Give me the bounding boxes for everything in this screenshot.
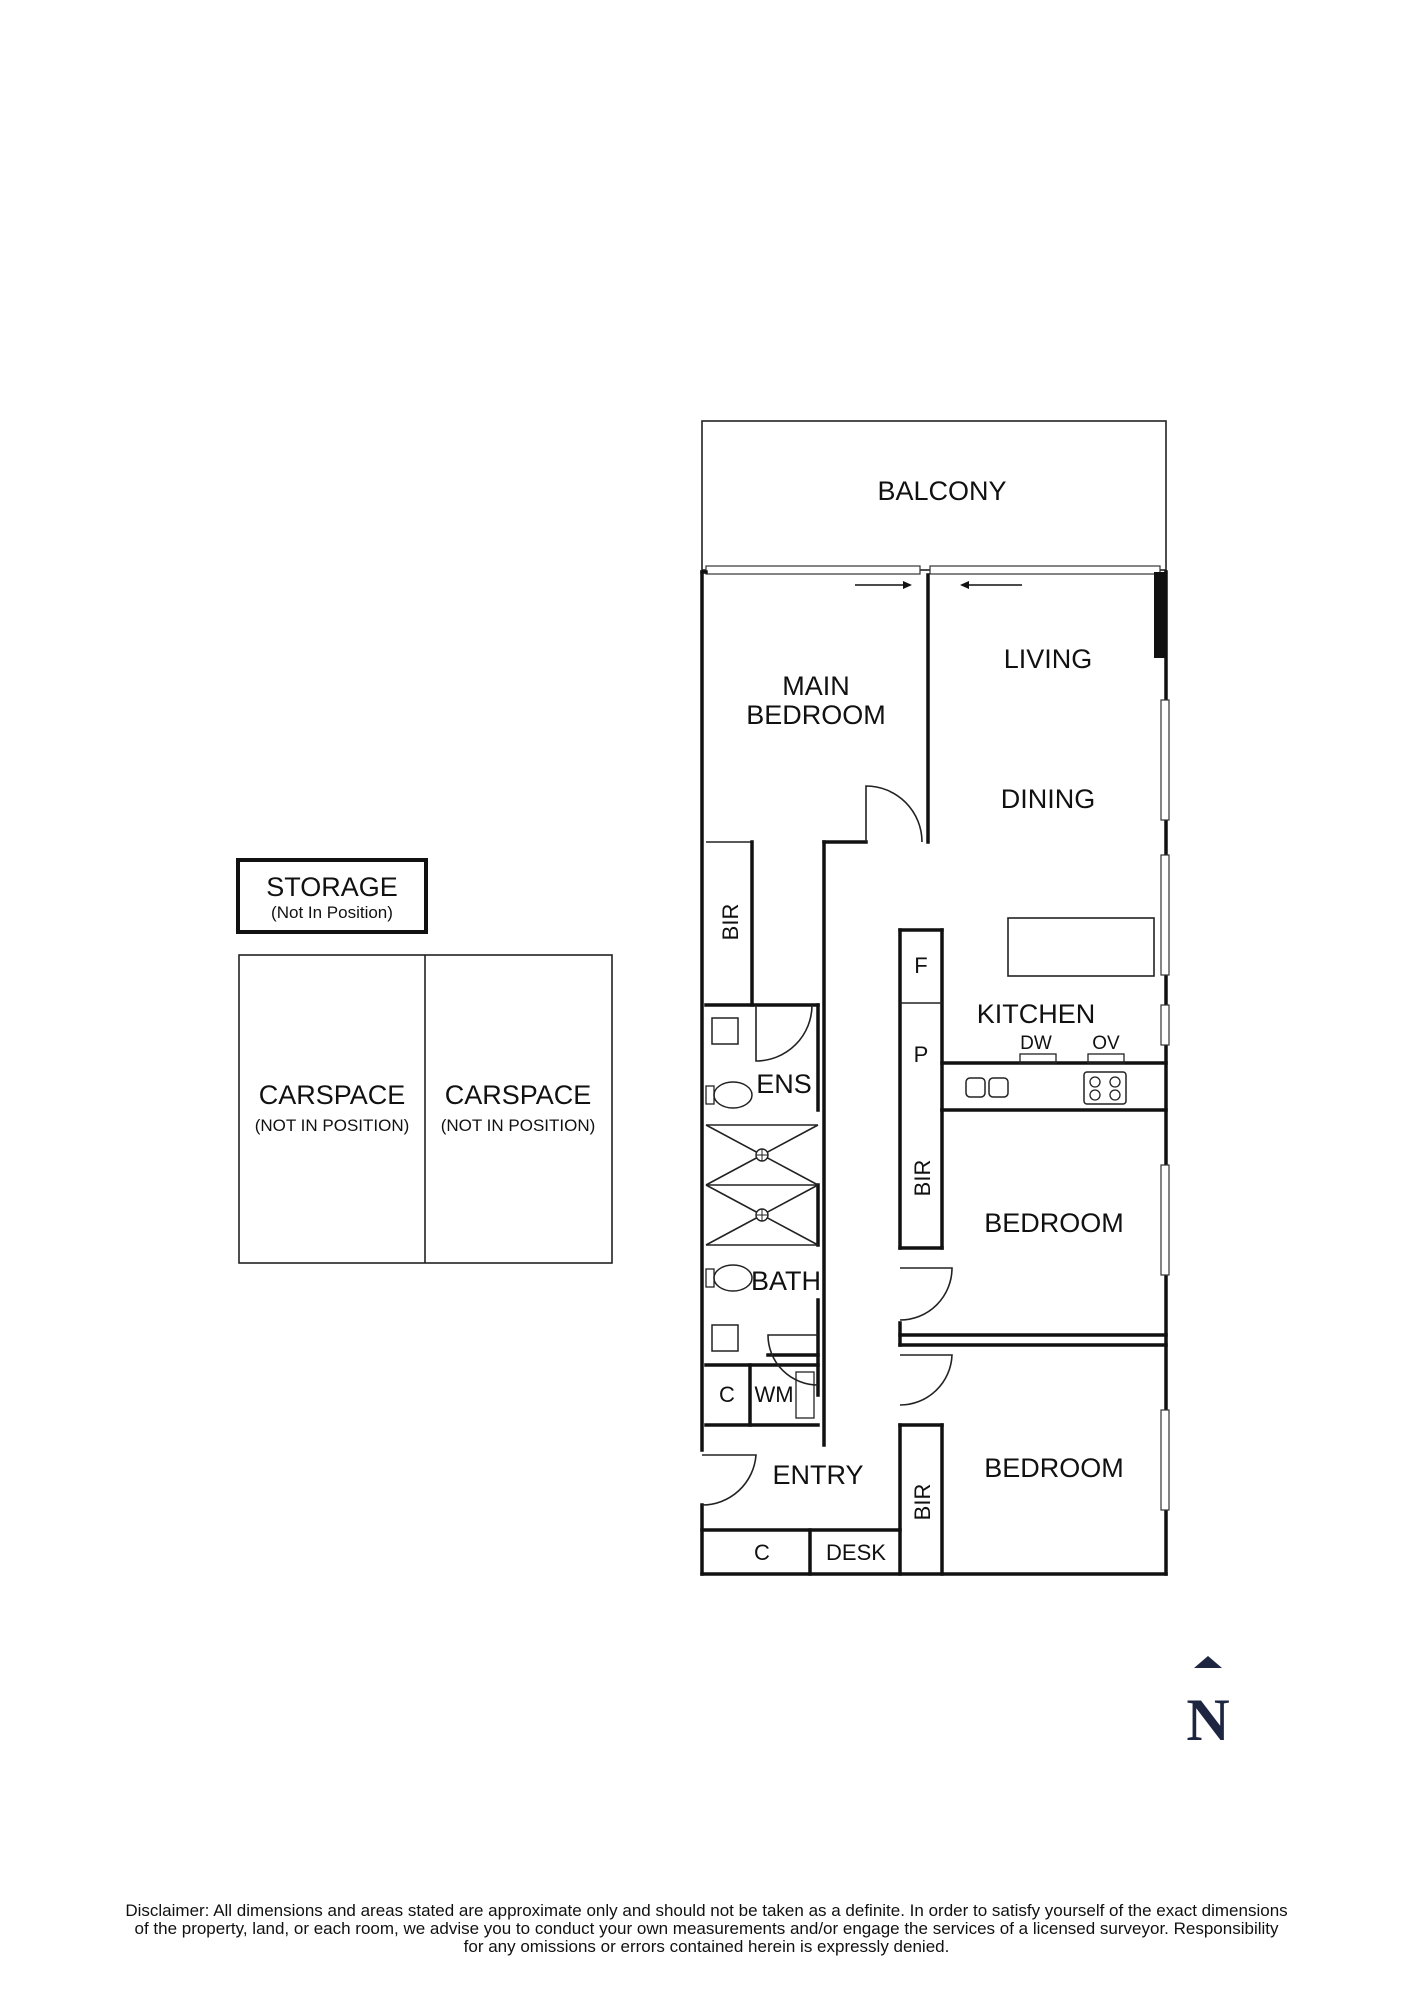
carspace-area: CARSPACE (NOT IN POSITION) CARSPACE (NOT… xyxy=(238,954,613,1264)
interior-walls xyxy=(700,573,1168,1576)
storage-area: STORAGE (Not In Position) xyxy=(236,858,428,934)
balcony-label: BALCONY xyxy=(877,476,1006,506)
desk-label: DESK xyxy=(826,1540,886,1565)
oven-label: OV xyxy=(1092,1033,1120,1054)
bir-main-label: BIR xyxy=(718,904,743,941)
kitchen-label: KITCHEN xyxy=(977,999,1096,1029)
dining-label: DINING xyxy=(1001,784,1096,814)
fixture-labels: BIR BIR BIR F P DW OV C WM C DESK xyxy=(718,904,1120,1565)
bath-basin-icon xyxy=(711,1324,739,1352)
north-arrow-icon: N xyxy=(1186,1656,1230,1753)
washing-machine-label: WM xyxy=(754,1382,793,1407)
storage-note: (Not In Position) xyxy=(271,903,393,922)
living-label: LIVING xyxy=(1004,644,1093,674)
disclaimer-line-1: Disclaimer: All dimensions and areas sta… xyxy=(125,1901,1288,1920)
storage-title: STORAGE xyxy=(266,872,398,902)
bir-bedroom-2-label: BIR xyxy=(910,1160,935,1197)
bir-bedroom-3-label: BIR xyxy=(910,1484,935,1521)
carspace-1-note: (NOT IN POSITION) xyxy=(255,1116,410,1135)
bath-toilet-icon xyxy=(713,1264,753,1292)
bathroom-fixtures xyxy=(705,1017,815,1419)
cooktop-icon xyxy=(1083,1071,1127,1105)
east-windows xyxy=(1160,699,1170,1511)
carspace-2-title: CARSPACE xyxy=(445,1080,592,1110)
fridge-label: F xyxy=(914,953,927,978)
sink-icon xyxy=(965,1077,1009,1098)
kitchen-island xyxy=(1007,917,1155,977)
entry-cupboard-label: C xyxy=(754,1540,770,1565)
shower-screens xyxy=(705,1124,819,1246)
bedroom-3-label: BEDROOM xyxy=(984,1453,1124,1483)
pantry-label: P xyxy=(914,1042,929,1067)
washing-machine-icon xyxy=(795,1371,815,1419)
balcony: BALCONY xyxy=(701,420,1167,571)
ensuite-basin-icon xyxy=(711,1017,739,1045)
ensuite-toilet-icon xyxy=(713,1081,753,1109)
bath-label: BATH xyxy=(751,1266,821,1296)
carspace-1-title: CARSPACE xyxy=(259,1080,406,1110)
door-swings xyxy=(701,785,953,1506)
bedroom-2-label: BEDROOM xyxy=(984,1208,1124,1238)
kitchen-fixtures xyxy=(965,917,1155,1105)
carspace-2-note: (NOT IN POSITION) xyxy=(441,1116,596,1135)
dishwasher-label: DW xyxy=(1020,1033,1052,1054)
room-labels: LIVING DINING MAIN BEDROOM KITCHEN BEDRO… xyxy=(746,644,1124,1490)
north-label: N xyxy=(1186,1687,1229,1753)
main-bedroom-label-line1: MAIN xyxy=(782,671,850,701)
balcony-sliding-doors xyxy=(705,565,1161,589)
disclaimer-line-3: for any omissions or errors contained he… xyxy=(463,1937,950,1956)
disclaimer-line-2: of the property, land, or each room, we … xyxy=(134,1919,1279,1938)
entry-label: ENTRY xyxy=(772,1460,863,1490)
disclaimer: Disclaimer: All dimensions and areas sta… xyxy=(50,1902,1363,1956)
laundry-cupboard-label: C xyxy=(719,1382,735,1407)
main-bedroom-label-line2: BEDROOM xyxy=(746,700,886,730)
ensuite-label: ENS xyxy=(756,1069,812,1099)
